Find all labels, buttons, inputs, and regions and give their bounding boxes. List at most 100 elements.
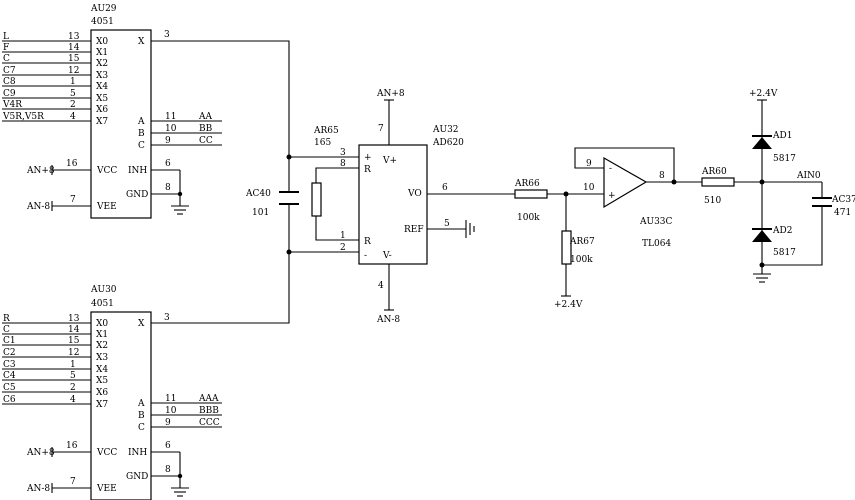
au29-x-pin-num: 3 — [164, 30, 170, 40]
au29-input-7: V5R,V5R 4 X7 — [2, 112, 108, 127]
au29-vcc-pin: 16 — [66, 159, 78, 169]
au29-input-name: X2 — [96, 59, 108, 69]
au30-sel-net: CCC — [199, 418, 220, 428]
au30-sel-net: AAA — [198, 394, 219, 404]
au29-vee-net: AN-8 — [26, 202, 50, 212]
au30-input-net: C4 — [3, 371, 16, 381]
au32-r-bot: R — [364, 237, 371, 247]
ad2-ref: AD2 — [772, 226, 792, 236]
au29-inh: INH — [128, 166, 147, 176]
au32-supply-pos: AN+8 — [376, 89, 405, 99]
au30-part: 4051 — [91, 299, 114, 309]
au29-input-4: C8 1 X4 — [2, 77, 108, 92]
au29-input-net: C7 — [3, 66, 16, 76]
au30-input-name: X2 — [96, 341, 108, 351]
au30-input-pin: 12 — [68, 348, 79, 358]
au30-input-2: C1 15 X2 — [2, 336, 108, 351]
au32-pin-vminus: 4 — [378, 281, 384, 291]
au30-input-net: C2 — [3, 348, 16, 358]
au30-vee: VEE — [96, 484, 117, 494]
au30-input-name: X3 — [96, 353, 108, 363]
au29-input-name: X6 — [96, 105, 108, 115]
au30-sel-name: B — [138, 411, 145, 421]
au29-input-net: C — [3, 54, 10, 64]
au29-vcc-net: AN+8 — [26, 166, 55, 176]
au30-input-name: X7 — [96, 400, 108, 410]
au33c-plus: + — [608, 191, 616, 201]
au32-pin-vplus: 7 — [378, 124, 384, 134]
au33c-pin-minus: 9 — [586, 159, 592, 169]
au33c-ref: AU33C — [639, 217, 673, 227]
au29-sel-net: BB — [199, 124, 213, 134]
au29-gnd: GND — [126, 190, 148, 200]
au30-input-5: C4 5 X5 — [2, 371, 108, 386]
au30-sel-name: C — [138, 423, 145, 433]
au30-input-pin: 1 — [70, 360, 76, 370]
ac40-value: 101 — [252, 208, 269, 218]
au29-sel-name: A — [137, 117, 145, 127]
resistor-ar65: AR65 165 — [311, 126, 359, 241]
au30-input-net: C6 — [3, 395, 16, 405]
au29-input-name: X5 — [96, 94, 108, 104]
au29-input-pin: 14 — [68, 43, 80, 53]
au30-input-4: C3 1 X4 — [2, 360, 108, 375]
au30-gnd: GND — [126, 472, 148, 482]
au30-sel-pin: 11 — [165, 394, 176, 404]
au30-x-pin: X — [138, 319, 145, 329]
au29-input-net: V5R,V5R — [2, 112, 44, 122]
au30-input-6: C5 2 X6 — [2, 383, 108, 398]
mux-au30: AU30 4051 R 13 X0 C 14 X1 C1 15 X2 C2 12… — [2, 285, 222, 500]
au32-vo: VO — [407, 189, 422, 199]
au29-vcc: VCC — [96, 166, 117, 176]
au29-input-name: X1 — [96, 48, 108, 58]
au29-input-pin: 15 — [68, 54, 80, 64]
ground-icon — [171, 487, 189, 497]
au30-vee-net: AN-8 — [26, 484, 50, 494]
au33c-body — [603, 156, 648, 209]
diode-icon — [752, 137, 772, 149]
ad1-value: 5817 — [773, 154, 796, 164]
au32-pin-in-plus: 3 — [340, 148, 346, 158]
au29-input-pin: 5 — [70, 89, 76, 99]
au32-part: AD620 — [432, 138, 464, 148]
au29-part: 4051 — [91, 17, 114, 27]
ac40-ref: AC40 — [245, 189, 271, 199]
au29-sel-b: B 10 BB — [138, 124, 222, 139]
diode-ad1: +2.4V AD1 5817 — [749, 89, 796, 182]
au30-input-pin: 2 — [70, 383, 76, 393]
ar60-ref: AR60 — [701, 167, 727, 177]
au30-sel-pin: 9 — [165, 418, 171, 428]
au30-input-3: C2 12 X3 — [2, 348, 108, 363]
ar66-ref: AR66 — [514, 179, 540, 189]
au32-supply-neg: AN-8 — [376, 315, 400, 325]
au30-ref: AU30 — [90, 285, 117, 295]
au30-inh-pin: 6 — [165, 441, 171, 451]
au32-pin-r-top: 8 — [340, 159, 346, 169]
au30-input-0: R 13 X0 — [2, 314, 108, 329]
au29-input-net: V4R — [2, 100, 22, 110]
au29-input-net: L — [3, 32, 9, 42]
au29-input-net: F — [3, 43, 9, 53]
au29-input-1: F 14 X1 — [2, 43, 108, 58]
au32-vminus: V- — [382, 251, 392, 261]
ac37-ref: AC37 — [831, 195, 855, 205]
mux-au29: AU29 4051 L 13 X0 F 14 X1 C 15 X2 C7 12 … — [2, 4, 222, 219]
au33c-pin-out: 8 — [659, 171, 665, 181]
au30-input-net: C5 — [3, 383, 16, 393]
opamp-au33c: - + 9 10 8 AU33C TL064 — [574, 147, 702, 249]
resistor-ar67: AR67 100k +2.4V — [554, 191, 595, 310]
au30-body — [90, 311, 152, 500]
au29-sel-pin: 11 — [165, 112, 176, 122]
au30-input-name: X6 — [96, 388, 108, 398]
ground-icon — [753, 273, 771, 283]
au29-x-pin: X — [138, 37, 145, 47]
capacitor-ac40: AC40 101 — [245, 189, 299, 218]
au32-pin-vo: 6 — [442, 183, 448, 193]
au30-sel-pin: 10 — [165, 406, 177, 416]
ad1-supply: +2.4V — [749, 89, 778, 99]
au30-input-net: C1 — [3, 336, 16, 346]
au30-inh: INH — [128, 448, 147, 458]
au29-body — [90, 29, 152, 219]
au30-input-7: C6 4 X7 — [2, 395, 108, 410]
au30-sel-net: BBB — [199, 406, 219, 416]
